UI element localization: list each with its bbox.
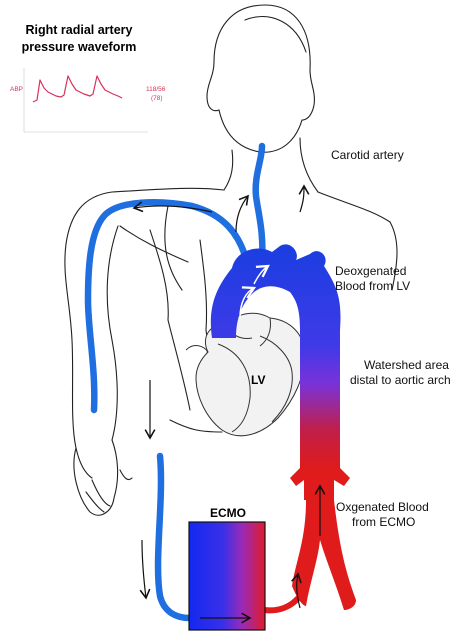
arterial-cannula [261,593,303,614]
waveform-title-line1: Right radial artery [25,23,133,37]
flow-arrows [132,184,326,624]
oxygenated-label-line2: from ECMO [352,515,416,529]
subclavian-vessel [84,199,252,414]
watershed-label-line2: distal to aortic arch [350,373,451,387]
ecmo-label: ECMO [210,506,246,520]
ecmo-device [188,521,266,631]
abp-mean: (78) [151,95,163,102]
abp-waveform-trace [32,75,123,103]
carotid-artery-label: Carotid artery [331,148,404,162]
arrow-venous-down [139,539,151,600]
waveform-title-line2: pressure waveform [21,40,137,54]
abp-waveform-panel [23,68,148,133]
lv-label: LV [251,373,266,387]
abp-value: 118/56 [146,86,166,93]
arrow-arm-left [132,201,213,213]
oxygenated-label: Oxgenated Blood from ECMO [336,500,429,530]
arrow-carotid-up [298,184,310,213]
arrow-arch-up [235,194,249,233]
deoxygenated-label-line2: Blood from LV [335,279,411,293]
aorta-inner-arrows [239,264,270,319]
arrow-iliac-up [291,572,302,609]
deoxygenated-vessels [84,142,266,622]
abp-label: ABP [10,86,24,93]
head-outline [206,4,315,153]
carotid-vessel [252,142,266,266]
oxygenated-label-line1: Oxgenated Blood [336,500,429,514]
venous-cannula [154,452,194,622]
deoxygenated-label: Deoxgenated Blood from LV [335,264,410,294]
body-outline [64,4,398,516]
deoxygenated-label-line1: Deoxgenated [335,264,407,278]
waveform-title: Right radial artery pressure waveform [8,22,150,56]
heart-lv [185,312,305,437]
watershed-label-line1: Watershed area [364,358,449,372]
watershed-label: Watershed area distal to aortic arch [350,358,464,388]
